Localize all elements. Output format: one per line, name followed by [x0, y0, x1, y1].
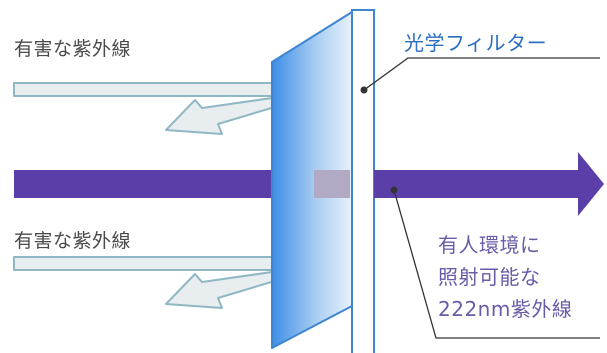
- harmful-uv-label-top: 有害な紫外線: [14, 38, 132, 60]
- filter-leader-line: [363, 57, 600, 91]
- safe-uv-label-line1: 有人環境に: [438, 233, 541, 257]
- safe-uv-leader-dot: [390, 186, 398, 194]
- safe-uv-label-line3: 222nm紫外線: [438, 297, 573, 321]
- safe-uv-leader-line: [393, 189, 600, 339]
- beam-inside-filter: [314, 170, 350, 198]
- filter-leader-dot: [360, 86, 368, 94]
- safe-uv-label-line2: 照射可能な: [438, 265, 541, 289]
- reflected-arrow-bottom: [13, 256, 299, 309]
- safe-uv-label: 有人環境に 照射可能な 222nm紫外線: [438, 229, 572, 325]
- reflected-arrow-top: [13, 82, 299, 135]
- transmitted-beam-arrow: [374, 152, 604, 216]
- optical-filter-front-plate: [351, 9, 375, 353]
- harmful-uv-label-bottom: 有害な紫外線: [14, 230, 132, 252]
- incoming-beam: [14, 170, 314, 198]
- optical-filter-label: 光学フィルター: [404, 31, 548, 55]
